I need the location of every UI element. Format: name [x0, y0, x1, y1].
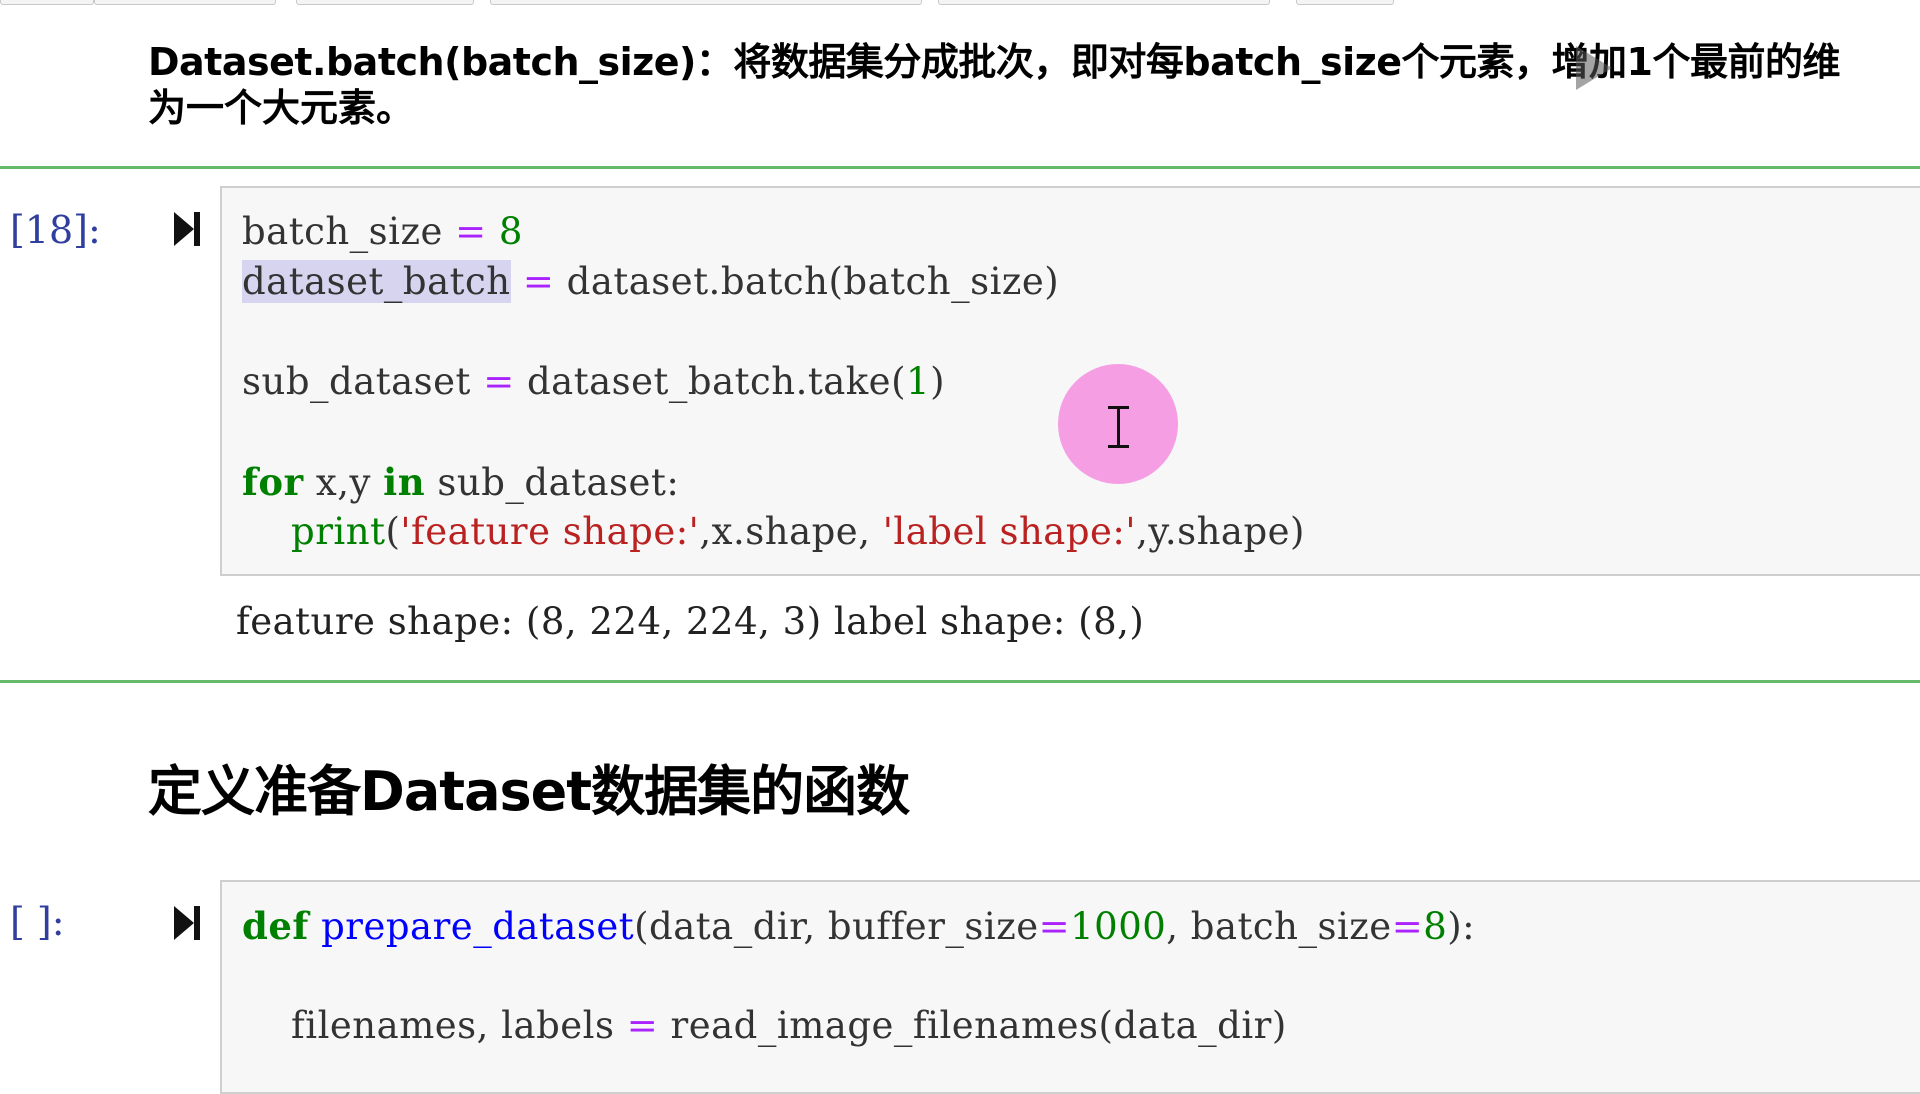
code-line: print('feature shape:',x.shape, 'label s… — [291, 510, 1305, 553]
toolbar-button[interactable] — [1296, 0, 1394, 5]
code-editor[interactable]: def prepare_dataset(data_dir, buffer_siz… — [220, 880, 1920, 1094]
code-line: sub_dataset = dataset_batch.take(1) — [242, 360, 945, 403]
toolbar-button[interactable] — [296, 0, 474, 5]
code-line: dataset_batch = dataset.batch(batch_size… — [242, 260, 1060, 303]
code-editor[interactable]: batch_size = 8 dataset_batch = dataset.b… — [220, 186, 1920, 576]
selected-text: dataset_batch — [242, 260, 511, 303]
toolbar-button[interactable] — [94, 0, 276, 5]
watermark-play-icon — [1576, 46, 1612, 90]
toolbar-strip — [0, 0, 1920, 6]
run-cell-icon[interactable] — [172, 210, 202, 248]
cell-prompt: [ ]: — [10, 900, 65, 944]
toolbar-button-group[interactable] — [490, 0, 922, 5]
markdown-text-line: Dataset.batch(batch_size)：将数据集分成批次，即对每ba… — [148, 40, 1841, 84]
code-line: def prepare_dataset(data_dir, buffer_siz… — [242, 904, 1476, 948]
cell-prompt: [18]: — [10, 208, 101, 252]
code-line: filenames, labels = read_image_filenames… — [242, 1004, 1287, 1047]
cell-type-select[interactable] — [938, 0, 1270, 5]
run-cell-icon[interactable] — [172, 904, 202, 942]
code-line: for x,y in sub_dataset: — [242, 460, 680, 504]
code-line: batch_size = 8 — [242, 210, 523, 253]
toolbar-button[interactable] — [0, 0, 94, 5]
markdown-text-line: 为一个大元素。 — [148, 86, 415, 130]
cell-output: feature shape: (8, 224, 224, 3) label sh… — [236, 600, 1145, 643]
text-cursor-icon — [1108, 406, 1129, 448]
selected-cell-border-bottom — [0, 680, 1920, 683]
selected-cell-border-top — [0, 166, 1920, 169]
section-heading: 定义准备Dataset数据集的函数 — [148, 760, 910, 823]
